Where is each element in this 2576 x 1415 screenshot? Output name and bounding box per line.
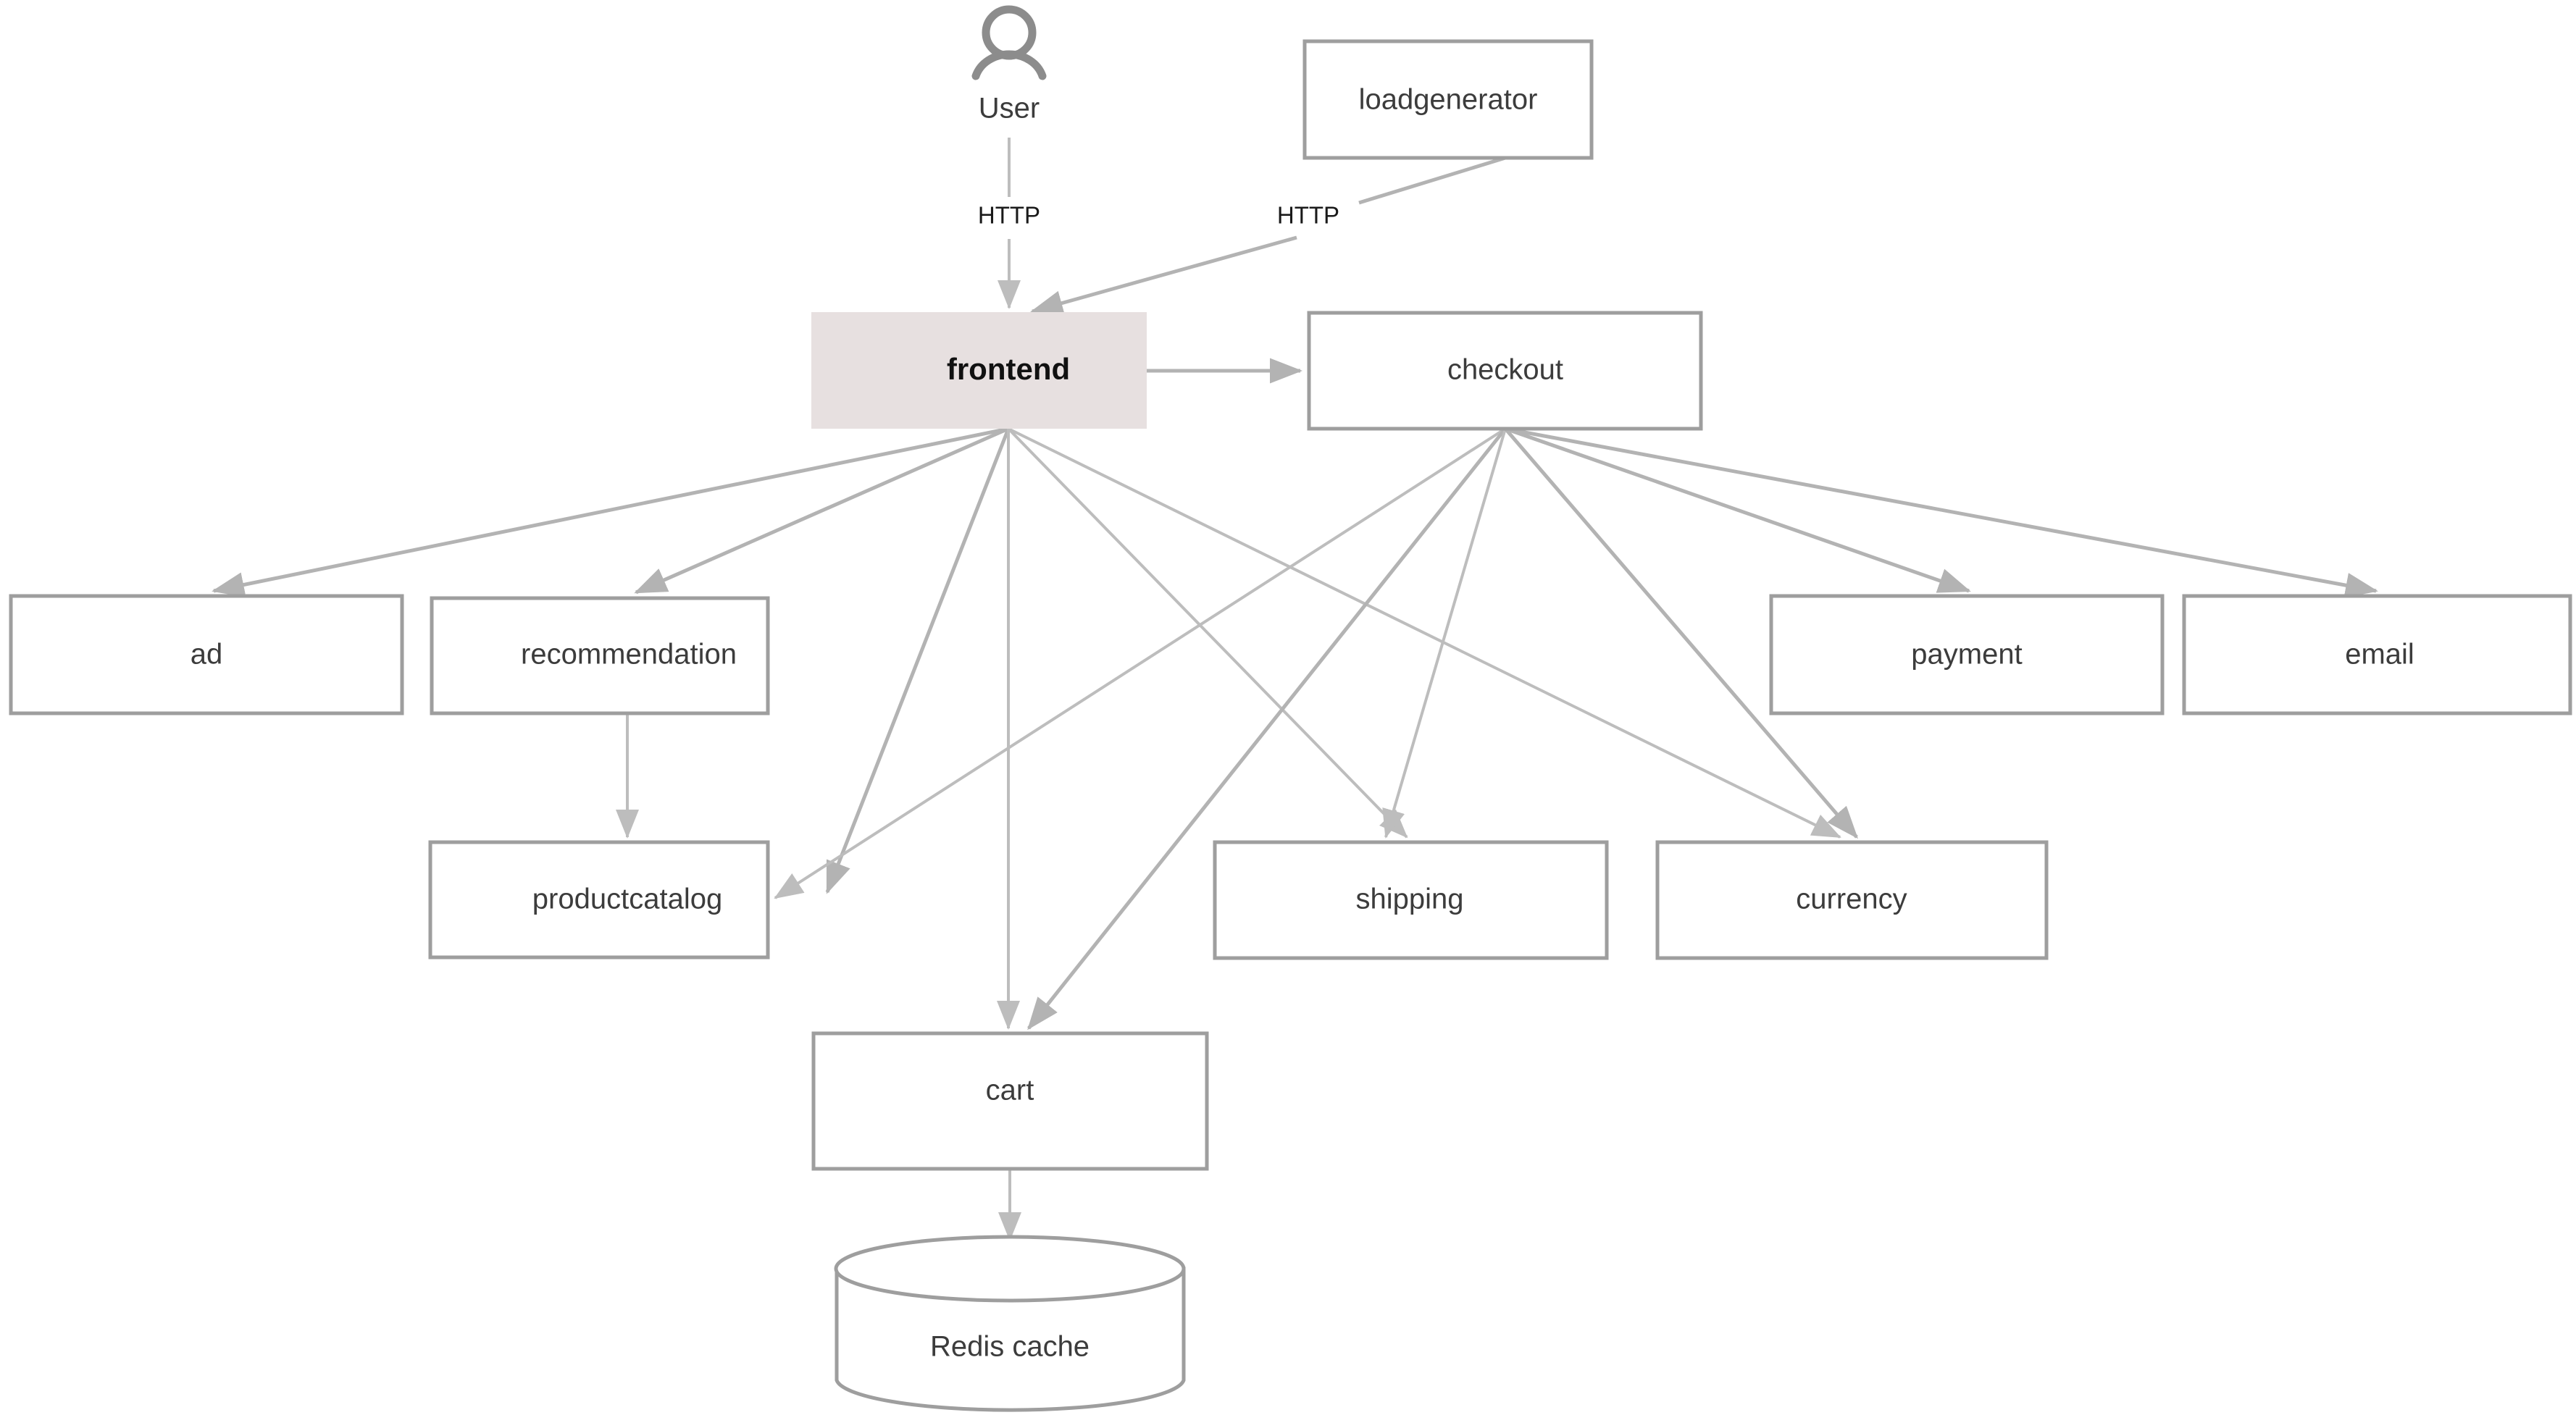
node-currency-box[interactable] (1655, 840, 2049, 960)
node-currency-label: currency (1796, 883, 1907, 915)
edge-frontend-to-productcatalog (825, 428, 1011, 894)
node-loadgenerator[interactable]: loadgenerator (1302, 39, 1594, 160)
node-productcatalog-label: productcatalog (532, 883, 722, 915)
node-frontend-box[interactable] (811, 312, 1147, 429)
node-payment-box[interactable] (1769, 594, 2165, 715)
edge-loadgenerator-to-frontend-upper (1358, 156, 1506, 205)
node-productcatalog-box[interactable] (428, 840, 770, 960)
node-cart[interactable]: cart (811, 1031, 1209, 1171)
node-cart-box[interactable] (811, 1031, 1209, 1171)
node-redis-cache-cylinder-body[interactable] (835, 1267, 1186, 1412)
node-payment[interactable]: payment (1769, 594, 2165, 715)
edge-checkout-to-productcatalog (774, 427, 1507, 899)
node-frontend-label: frontend (947, 352, 1070, 386)
user-person-icon-body (971, 50, 1047, 80)
node-redis-cache[interactable]: Redis cache (834, 1235, 1186, 1412)
node-redis-cache-label: Redis cache (930, 1331, 1090, 1363)
node-email[interactable]: email (2182, 594, 2572, 715)
actor-label: User (979, 93, 1040, 125)
node-email-label: email (2345, 639, 2414, 671)
edge-checkout-to-payment (1505, 427, 1971, 593)
node-frontend[interactable]: frontend (811, 312, 1147, 429)
node-shipping-box[interactable] (1213, 840, 1609, 960)
node-email-box[interactable] (2182, 594, 2572, 715)
node-recommendation-label: recommendation (521, 639, 737, 671)
edge-label-loadgen-http: HTTP (1277, 202, 1339, 229)
edge-frontend-to-shipping (1007, 427, 1408, 839)
node-ad[interactable]: ad (9, 594, 404, 715)
node-loadgenerator-box[interactable] (1302, 39, 1594, 160)
edges-layer (212, 138, 2378, 1241)
edge-checkout-to-cart (1027, 427, 1507, 1030)
node-ad-label: ad (191, 639, 223, 671)
node-checkout-box[interactable] (1307, 311, 1703, 431)
node-cart-label: cart (986, 1075, 1034, 1107)
node-loadgenerator-label: loadgenerator (1359, 84, 1538, 116)
node-ad-box[interactable] (9, 594, 404, 715)
user-person-icon-head (982, 5, 1037, 60)
node-recommendation-box[interactable] (430, 596, 770, 715)
node-shipping[interactable]: shipping (1213, 840, 1609, 960)
node-currency[interactable]: currency (1655, 840, 2049, 960)
node-checkout-label: checkout (1447, 354, 1563, 386)
edge-frontend-to-currency (1008, 427, 1841, 839)
edge-checkout-to-shipping (1382, 428, 1507, 839)
edge-label-user-http: HTTP (978, 202, 1040, 229)
actor-user[interactable] (971, 5, 1047, 80)
edge-frontend-to-recommendation (634, 427, 1010, 595)
node-productcatalog[interactable]: productcatalog (428, 840, 770, 960)
node-payment-label: payment (1911, 639, 2022, 671)
node-shipping-label: shipping (1355, 883, 1463, 915)
node-redis-cache-cylinder-top (834, 1235, 1186, 1303)
edge-checkout-to-email (1505, 427, 2378, 598)
node-recommendation[interactable]: recommendation (430, 596, 770, 715)
edge-checkout-to-currency (1504, 427, 1858, 839)
node-checkout[interactable]: checkout (1307, 311, 1703, 431)
edge-frontend-to-ad (212, 427, 1009, 597)
edge-loadgenerator-to-frontend-lower (1030, 235, 1297, 316)
